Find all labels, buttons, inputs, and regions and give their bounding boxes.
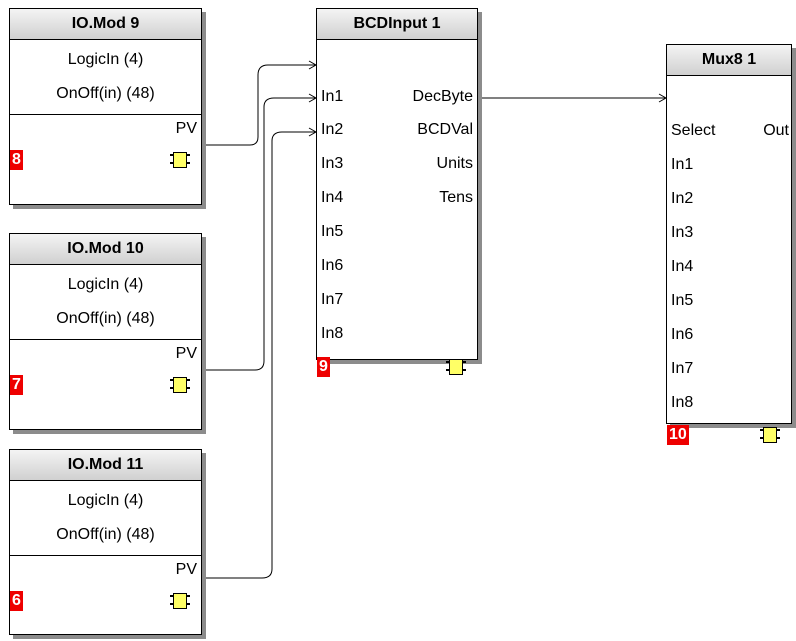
output-pv[interactable]: PV xyxy=(175,345,197,362)
input-in2[interactable]: In2 xyxy=(321,121,344,138)
input-in5[interactable]: In5 xyxy=(321,223,344,240)
input-in8[interactable]: In8 xyxy=(671,394,694,411)
param-logicin: LogicIn (4) xyxy=(67,51,144,68)
wire-iomod10-to-in2 xyxy=(202,97,316,371)
input-in6[interactable]: In6 xyxy=(671,326,694,343)
bcdinput-block[interactable]: BCDInput 1 In1 In2 In3 In4 In5 In6 In7 I… xyxy=(316,8,478,377)
block-title: IO.Mod 11 xyxy=(10,450,201,481)
block-number: 9 xyxy=(317,357,330,377)
param-onoff: OnOff(in) (48) xyxy=(56,526,155,543)
block-title: BCDInput 1 xyxy=(317,9,477,40)
input-in8[interactable]: In8 xyxy=(321,325,344,342)
chip-icon xyxy=(170,152,190,168)
input-in2[interactable]: In2 xyxy=(671,190,694,207)
block-number: 6 xyxy=(10,591,23,611)
input-in7[interactable]: In7 xyxy=(671,360,694,377)
iomod9-block[interactable]: IO.Mod 9 LogicIn (4) OnOff(in) (48) PV 8 xyxy=(9,8,202,205)
output-out[interactable]: Out xyxy=(763,122,789,139)
iomod10-block[interactable]: IO.Mod 10 LogicIn (4) OnOff(in) (48) PV … xyxy=(9,233,202,430)
block-params: LogicIn (4) OnOff(in) (48) xyxy=(10,40,201,115)
block-number: 7 xyxy=(10,375,23,395)
input-in3[interactable]: In3 xyxy=(321,155,344,172)
block-title: IO.Mod 9 xyxy=(10,9,201,40)
block-params: LogicIn (4) OnOff(in) (48) xyxy=(10,481,201,556)
block-number: 10 xyxy=(667,425,689,445)
chip-icon xyxy=(760,427,780,443)
input-select[interactable]: Select xyxy=(671,122,716,139)
input-in3[interactable]: In3 xyxy=(671,224,694,241)
input-in6[interactable]: In6 xyxy=(321,257,344,274)
output-pv[interactable]: PV xyxy=(175,120,197,137)
param-onoff: OnOff(in) (48) xyxy=(56,85,155,102)
mux8-block[interactable]: Mux8 1 Select Out In1 In2 In3 In4 In5 In… xyxy=(666,44,792,445)
output-pv[interactable]: PV xyxy=(175,561,197,578)
param-logicin: LogicIn (4) xyxy=(67,492,144,509)
output-decbyte[interactable]: DecByte xyxy=(412,88,473,105)
wire-iomod9-to-in1 xyxy=(202,64,316,146)
output-units[interactable]: Units xyxy=(436,155,473,172)
input-in1[interactable]: In1 xyxy=(671,156,694,173)
chip-icon xyxy=(170,593,190,609)
block-number: 8 xyxy=(10,150,23,170)
input-in5[interactable]: In5 xyxy=(671,292,694,309)
block-title: IO.Mod 10 xyxy=(10,234,201,265)
iomod11-block[interactable]: IO.Mod 11 LogicIn (4) OnOff(in) (48) PV … xyxy=(9,449,202,635)
chip-icon xyxy=(170,377,190,393)
block-params: LogicIn (4) OnOff(in) (48) xyxy=(10,265,201,340)
output-tens[interactable]: Tens xyxy=(439,189,473,206)
param-logicin: LogicIn (4) xyxy=(67,276,144,293)
wire-iomod11-to-in3 xyxy=(202,131,316,579)
block-title: Mux8 1 xyxy=(667,45,791,76)
param-onoff: OnOff(in) (48) xyxy=(56,310,155,327)
output-bcdval[interactable]: BCDVal xyxy=(417,121,473,138)
input-in4[interactable]: In4 xyxy=(321,189,344,206)
chip-icon xyxy=(446,359,466,375)
input-in1[interactable]: In1 xyxy=(321,88,344,105)
input-in7[interactable]: In7 xyxy=(321,291,344,308)
input-in4[interactable]: In4 xyxy=(671,258,694,275)
